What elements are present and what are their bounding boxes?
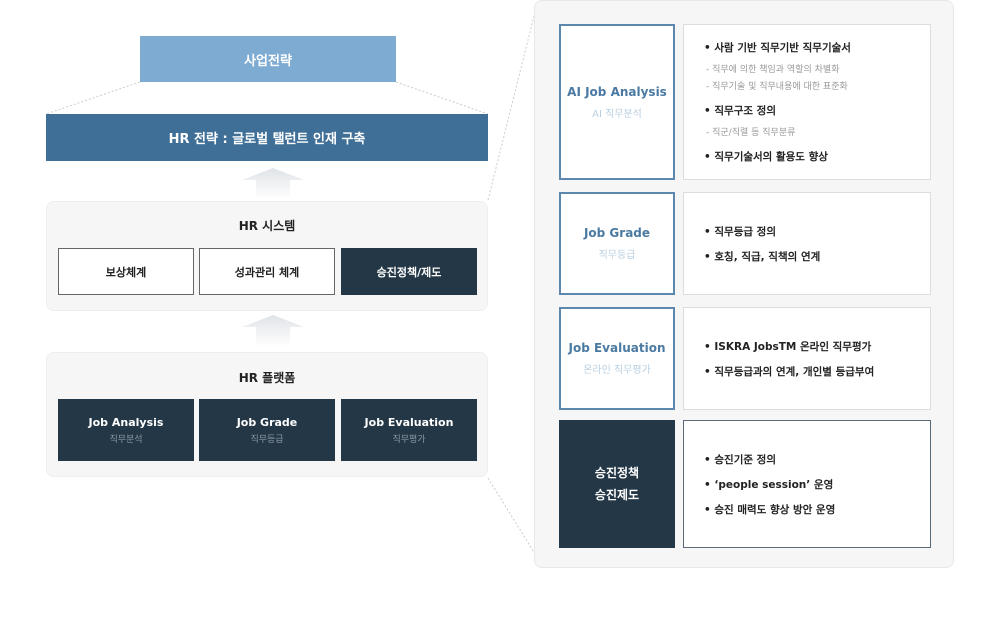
bullet: 직무기술서의 활용도 향상 bbox=[704, 149, 930, 164]
bullet: 직무구조 정의 bbox=[704, 103, 930, 118]
system-item: 보상체계 bbox=[58, 248, 194, 295]
bullet: 직무등급과의 연계, 개인별 등급부여 bbox=[704, 364, 930, 379]
hr-system-title: HR 시스템 bbox=[238, 219, 296, 233]
system-item: 성과관리 체계 bbox=[199, 248, 335, 295]
platform-item-name: Job Evaluation bbox=[364, 415, 454, 429]
platform-item: Job Analysis 직무분석 bbox=[58, 399, 194, 461]
hr-system-panel: HR 시스템 보상체계 성과관리 체계 승진정책/제도 bbox=[46, 201, 488, 311]
detail-content: 승진기준 정의 ‘people session’ 운영 승진 매력도 향상 방안… bbox=[683, 420, 931, 548]
platform-item-name: Job Analysis bbox=[88, 415, 164, 429]
detail-title: Job Evaluation bbox=[568, 341, 666, 355]
bullet: ISKRA JobsTM 온라인 직무평가 bbox=[704, 339, 930, 354]
bullet: 호칭, 직급, 직책의 연계 bbox=[704, 249, 930, 264]
hr-strategy-bar: HR 전략 : 글로벌 탤런트 인재 구축 bbox=[46, 114, 488, 161]
detail-label-job-evaluation: Job Evaluation 온라인 직무평가 bbox=[559, 307, 675, 410]
detail-sub: 승진제도 bbox=[594, 488, 640, 502]
hr-platform-panel: HR 플랫폼 Job Analysis 직무분석 Job Grade 직무등급 Jo… bbox=[46, 352, 488, 477]
bullet: 직무등급 정의 bbox=[704, 224, 930, 239]
bullet: 승진 매력도 향상 방안 운영 bbox=[704, 502, 930, 517]
platform-item: Job Grade 직무등급 bbox=[199, 399, 335, 461]
bullet: 승진기준 정의 bbox=[704, 452, 930, 467]
detail-title: AI Job Analysis bbox=[567, 84, 667, 99]
platform-item-sub: 직무평가 bbox=[392, 434, 426, 445]
system-item: 승진정책/제도 bbox=[341, 248, 477, 295]
detail-label-job-grade: Job Grade 직무등급 bbox=[559, 192, 675, 295]
hr-platform-title: HR 플랫폼 bbox=[238, 371, 296, 385]
platform-item-sub: 직무등급 bbox=[250, 434, 284, 445]
detail-content: 직무등급 정의 호칭, 직급, 직책의 연계 bbox=[683, 192, 931, 295]
detail-content: ISKRA JobsTM 온라인 직무평가 직무등급과의 연계, 개인별 등급부… bbox=[683, 307, 931, 410]
detail-sub: 직무등급 bbox=[598, 250, 636, 261]
business-strategy-box: 사업전략 bbox=[140, 36, 396, 82]
up-arrow-icon bbox=[242, 315, 304, 347]
sub-line: - 직무기술 및 직무내용에 대한 표준화 bbox=[706, 82, 848, 92]
detail-content: 사람 기반 직무기반 직무기술서 - 직무에 의한 책임과 역할의 차별화 - … bbox=[683, 24, 931, 180]
platform-item-sub: 직무분석 bbox=[109, 434, 143, 445]
sub-line: - 직무에 의한 책임과 역할의 차별화 bbox=[706, 65, 840, 75]
detail-title: 승진정책 bbox=[594, 466, 640, 480]
up-arrow-icon bbox=[242, 168, 304, 200]
bullet: ‘people session’ 운영 bbox=[704, 477, 930, 492]
detail-label-ai-job-analysis: AI Job Analysis AI 직무분석 bbox=[559, 24, 675, 180]
detail-sub: AI 직무분석 bbox=[592, 108, 642, 120]
sub-line: - 직군/직렬 등 직무분류 bbox=[706, 128, 796, 138]
detail-title: Job Grade bbox=[583, 226, 651, 240]
platform-item: Job Evaluation 직무평가 bbox=[341, 399, 477, 461]
bullet: 사람 기반 직무기반 직무기술서 bbox=[704, 40, 930, 55]
platform-item-name: Job Grade bbox=[236, 415, 298, 429]
detail-sub: 온라인 직무평가 bbox=[583, 365, 651, 376]
